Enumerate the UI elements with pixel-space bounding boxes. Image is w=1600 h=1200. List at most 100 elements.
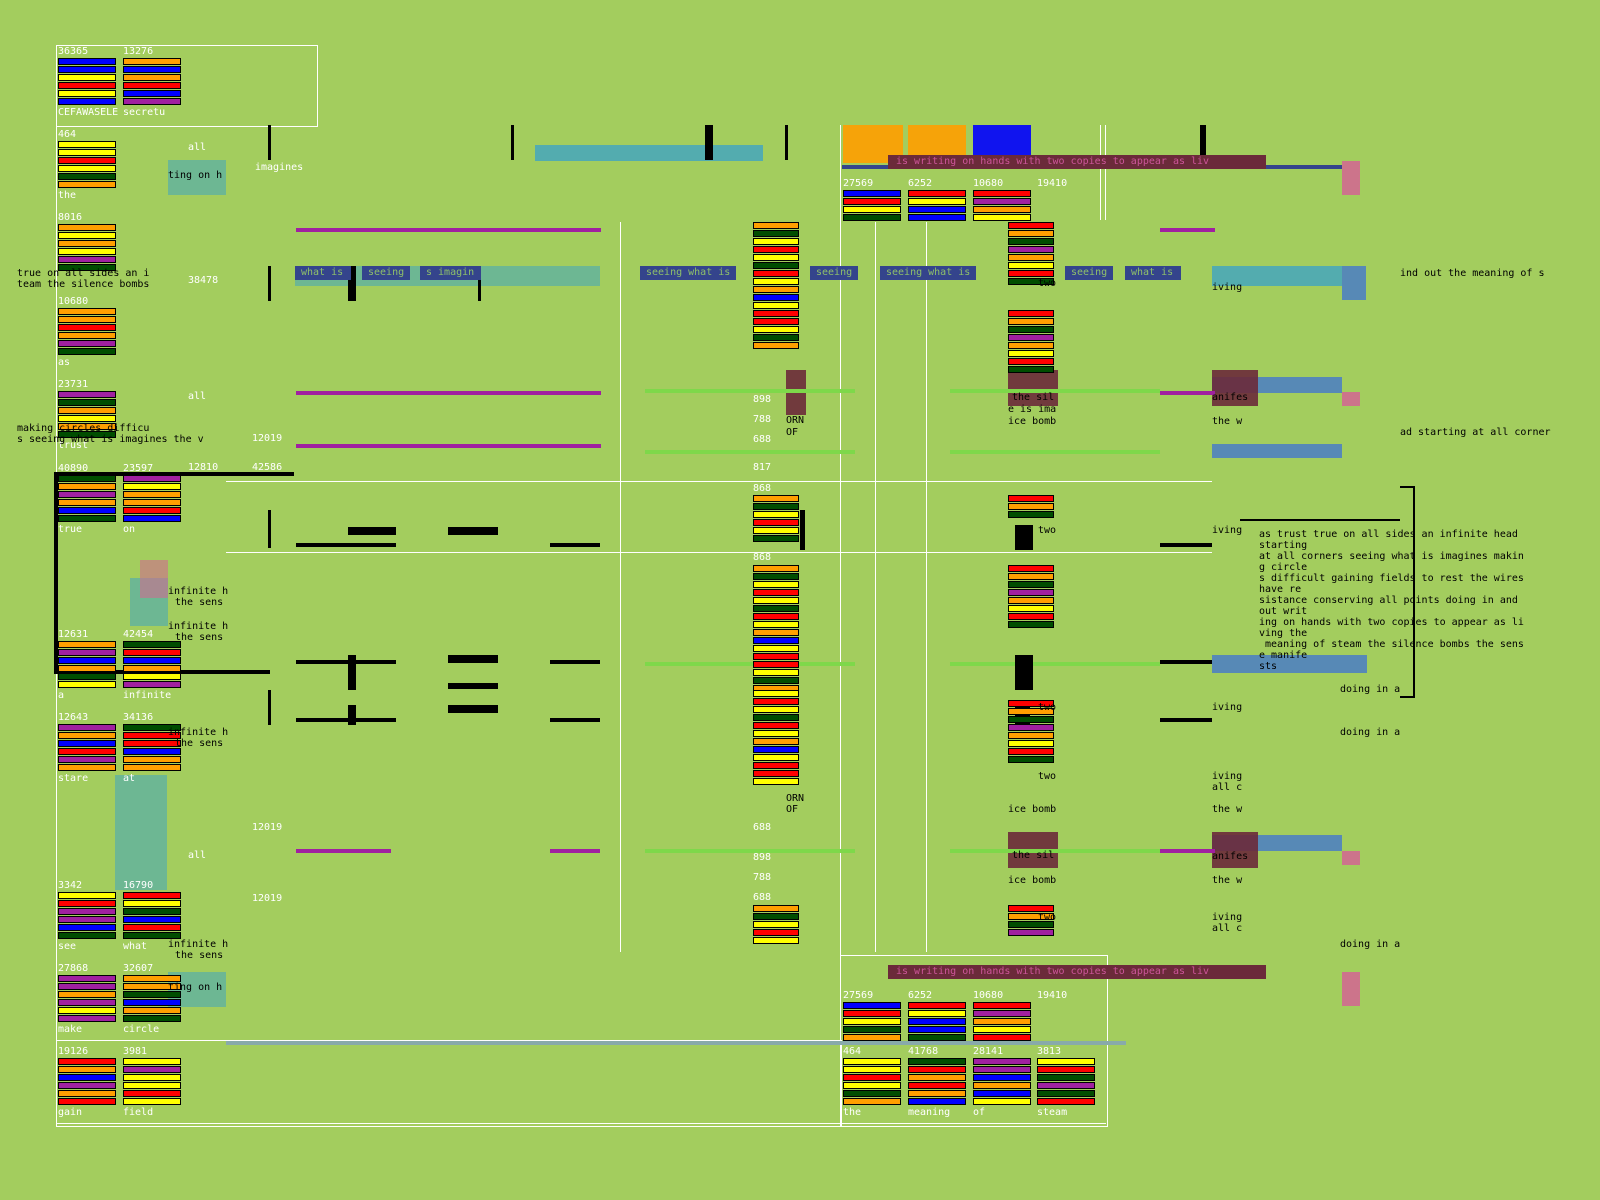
black-mark [800,510,805,550]
tile-bar [58,415,116,422]
tile-number: 8016 [58,212,83,223]
tile-bar [58,332,116,339]
column-bar [753,294,799,301]
tile-word: true [58,524,83,535]
column-bar [753,334,799,341]
black-mark [348,266,356,301]
column-bar [753,342,799,349]
column-bar [753,677,799,684]
tile-bar [1037,1058,1095,1065]
divider [56,1123,1106,1124]
tile-bar [908,1010,966,1017]
tile-bar [843,1034,901,1041]
left-text: making circles difficu [17,423,150,434]
panel-frame [56,1040,842,1127]
text-fragment: the sens [175,738,224,749]
tile-bar [123,82,181,89]
rule [1240,519,1400,521]
tile-bar [843,1066,901,1073]
tile-bar [58,98,116,105]
tile-bar [123,999,181,1006]
tile-bar [58,348,116,355]
stripe [296,391,601,395]
tile-bar [123,66,181,73]
column-bar [753,230,799,237]
banner: what is [295,266,351,280]
paragraph-line: at all corners seeing what is imagines m… [1259,551,1524,562]
tile-bar [123,1098,181,1105]
center-column [753,690,803,786]
column-bar [753,921,799,928]
right-column [1008,700,1058,764]
column-bar [1008,708,1054,715]
column-bar [1008,740,1054,747]
divider [226,481,1212,482]
color-block [1342,851,1360,865]
tile-bar [1037,1082,1095,1089]
color-block [140,560,168,598]
column-bar [753,495,799,502]
text-fragment: doing in a [1340,939,1401,950]
tile-number: 10680 [58,296,89,307]
column-bar [753,746,799,753]
tile-bar [58,256,116,263]
color-block [1342,161,1360,195]
column-bar [1008,350,1054,357]
text-fragment: OF [786,804,799,815]
tile-word: field [123,1107,154,1118]
banner: seeing [362,266,410,280]
black-mark [550,718,600,722]
column-bar [753,318,799,325]
tile-bar [123,507,181,514]
stat-tile: 27569 [843,178,903,223]
black-mark [268,690,271,725]
column-bar [753,565,799,572]
column-bar [753,653,799,660]
column-bar [1008,929,1054,936]
tile-bar [58,90,116,97]
left-text: s seeing what is imagines the v [17,434,204,445]
text-fragment: iving [1212,525,1243,536]
tile-bar [123,916,181,923]
tile-number: 28141 [973,1046,1004,1057]
tile-bar [58,764,116,771]
tile-bar [58,1074,116,1081]
column-bar [1008,565,1054,572]
tile-bar [123,991,181,998]
column-bar [753,722,799,729]
text-fragment: two [1038,702,1057,713]
tile-bar [58,1090,116,1097]
tile-bar [58,1082,116,1089]
column-bar [753,629,799,636]
column-bar [753,778,799,785]
column-bar [753,621,799,628]
banner: seeing [1065,266,1113,280]
tile-bar [973,190,1031,197]
black-mark [296,660,396,664]
tile-word: see [58,941,77,952]
stat-tile: 6252 [908,990,968,1043]
tile-bar [58,165,116,172]
text-fragment: anifes [1212,851,1249,862]
tile-bar [973,1082,1031,1089]
bracket [1400,486,1415,698]
tile-bar [973,1026,1031,1033]
tile-bar [123,724,181,731]
mid-number: 788 [753,414,772,425]
column-bar [753,519,799,526]
tile-bar [123,681,181,688]
column-bar [1008,724,1054,731]
column-bar [753,254,799,261]
column-bar [1008,503,1054,510]
tile-bar [58,340,116,347]
text-fragment: the w [1212,875,1243,886]
black-mark [1015,655,1033,690]
tile-bar [58,82,116,89]
column-bar [753,270,799,277]
tile-bar [58,507,116,514]
